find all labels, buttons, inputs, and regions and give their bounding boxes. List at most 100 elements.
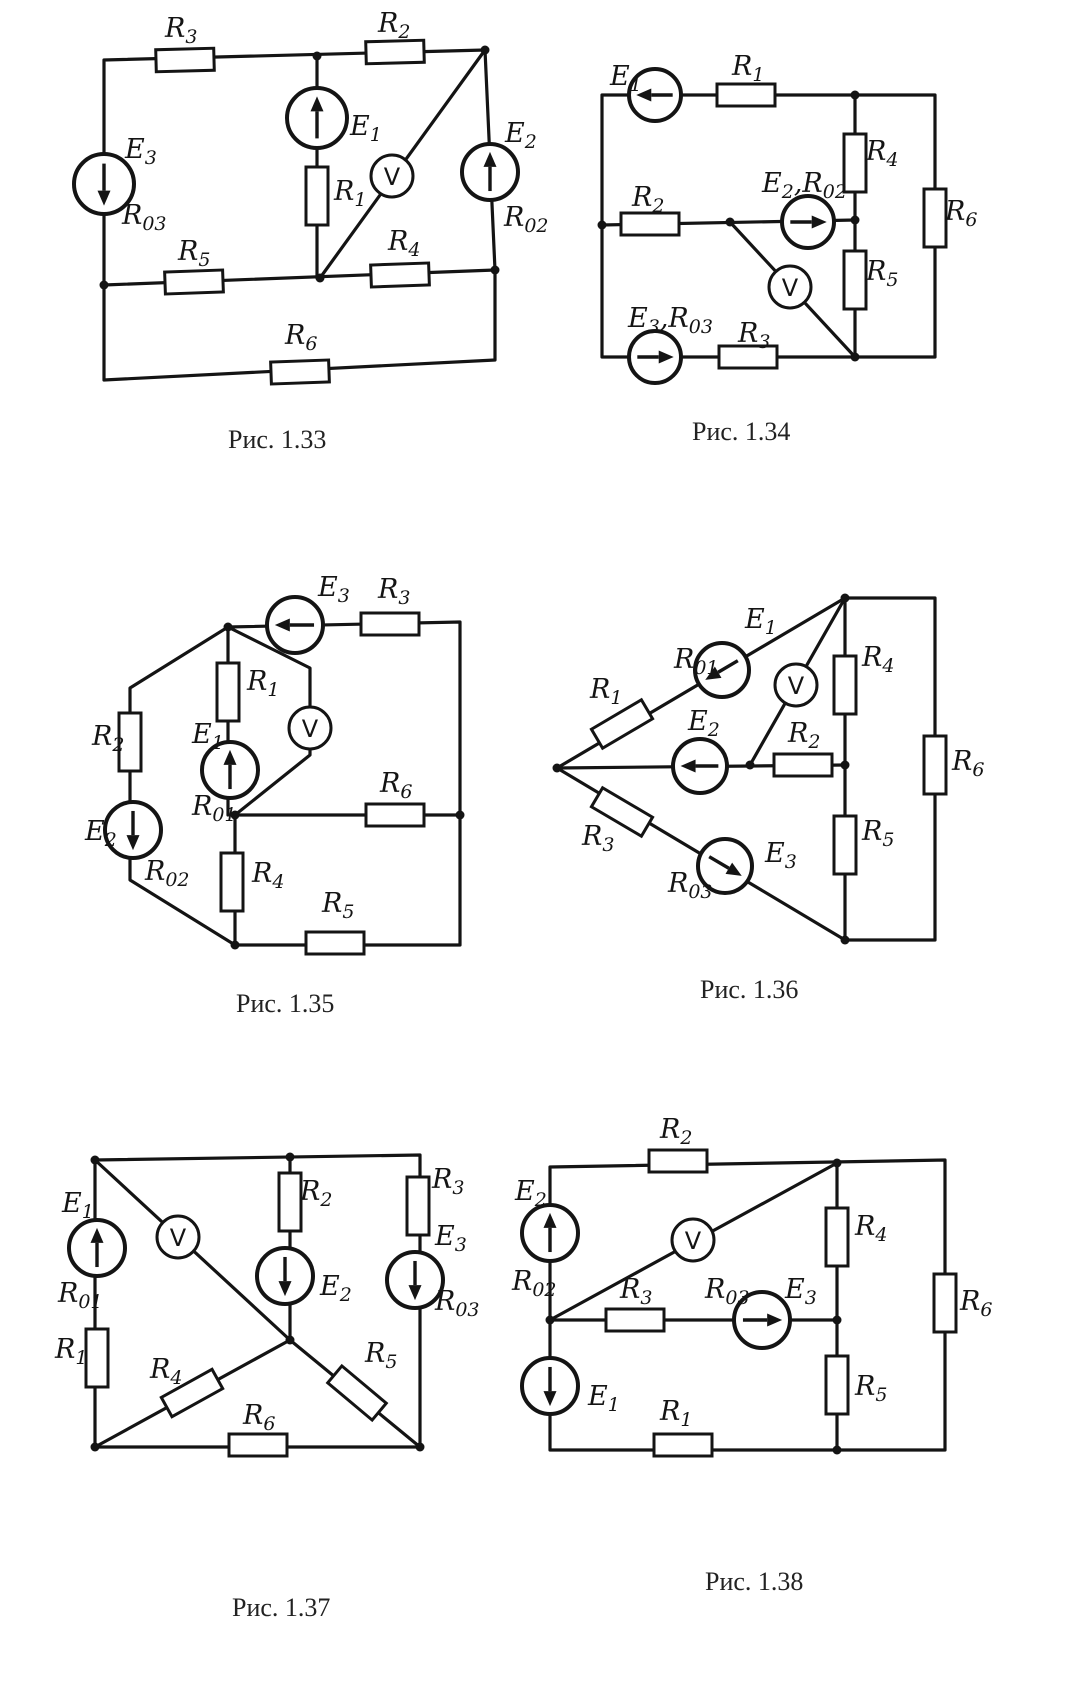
label-subscript: 2: [679, 1127, 692, 1149]
label-symbol: R: [164, 13, 185, 44]
label-symbol: R: [589, 674, 610, 705]
resistor-r3: [405, 1175, 431, 1237]
junction-node: [832, 1445, 842, 1455]
label-symbol: R: [865, 136, 886, 167]
label-r5: R5: [854, 1371, 887, 1406]
resistor-r3: [359, 611, 421, 637]
resistor-r1: [715, 82, 777, 108]
label-symbol: E: [191, 719, 212, 750]
resistor-r2: [772, 752, 834, 778]
label-r3: R3: [737, 318, 770, 353]
label-e2: E2: [514, 1176, 547, 1211]
label-r4: R4: [149, 1354, 182, 1389]
label-subscript: 4: [874, 1224, 887, 1246]
arrow-shaft: [717, 659, 739, 674]
label-symbol: R: [959, 1286, 980, 1317]
label-e3: E3: [434, 1221, 467, 1256]
label-symbol: E: [687, 706, 708, 737]
label-r5: R5: [364, 1338, 397, 1373]
label-subscript: 1: [370, 124, 382, 146]
emf-source-e3: [265, 595, 325, 655]
label-symbol: E: [124, 134, 145, 165]
resistor-r4: [842, 132, 868, 194]
label-subscript: 02: [823, 181, 847, 203]
label-e2: E2: [319, 1271, 352, 1306]
resistor-r6: [269, 358, 331, 386]
label-r1: R1: [54, 1334, 87, 1369]
label-r3: R3: [377, 574, 410, 609]
resistor-r1: [304, 165, 330, 227]
resistor-r2: [117, 711, 143, 773]
label-symbol: R: [91, 721, 112, 752]
label-symbol: E: [84, 816, 105, 847]
junction-node: [725, 217, 735, 227]
label-symbol: R: [581, 821, 602, 852]
resistor-r2: [619, 211, 681, 237]
label-e2: E2: [687, 706, 720, 741]
voltmeter: V: [767, 264, 813, 310]
junction-node: [99, 280, 109, 290]
label-subscript: 02: [165, 869, 189, 891]
label-r3: R3: [581, 821, 614, 856]
label-subscript: 03: [689, 316, 713, 338]
label-symbol: R: [854, 1211, 875, 1242]
arrow-head-icon: [278, 1281, 292, 1297]
label-symbol: R: [379, 768, 400, 799]
label-subscript: 2: [707, 719, 720, 741]
label-subscript: 4: [407, 239, 420, 261]
arrow-head-icon: [483, 151, 497, 167]
label-subscript: 01: [694, 657, 718, 679]
label-r3: R3: [619, 1274, 652, 1309]
label-subscript: 01: [212, 804, 236, 826]
label-subscript: 4: [881, 655, 894, 677]
label-e1: E1: [609, 61, 642, 96]
label-symbol: R: [299, 1176, 320, 1207]
emf-source-e1: [693, 641, 751, 699]
label-symbol: R: [854, 1371, 875, 1402]
label-subscript: 5: [385, 1351, 397, 1373]
resistor-r2: [647, 1148, 709, 1174]
label-symbol: R: [321, 888, 342, 919]
label-symbol: E: [319, 1271, 340, 1302]
junction-node: [90, 1155, 100, 1165]
voltmeter-circle: [767, 264, 813, 310]
resistor-r1: [652, 1432, 714, 1458]
voltmeter-symbol: V: [782, 274, 799, 302]
label-symbol: R: [619, 1274, 640, 1305]
label-symbol: R: [861, 816, 882, 847]
resistor-r5: [832, 814, 858, 876]
label-subscript: 4: [271, 871, 284, 893]
label-subscript: 1: [608, 1394, 620, 1416]
label-subscript: 6: [972, 759, 984, 781]
arrow-head-icon: [543, 1212, 557, 1228]
emf-source-e3: [72, 152, 136, 216]
label-subscript: 3: [758, 331, 770, 353]
label-subscript: 1: [212, 732, 224, 754]
figure-caption: Рис. 1.36: [700, 975, 798, 1004]
label-subscript: 6: [305, 333, 317, 355]
label-subscript: 3: [455, 1234, 467, 1256]
label-subscript: 5: [342, 901, 354, 923]
label-subscript: 6: [965, 209, 977, 231]
label-symbol: E: [784, 1274, 805, 1305]
arrow-head-icon: [543, 1391, 557, 1407]
resistor-r5: [325, 1363, 389, 1423]
label-symbol: R: [434, 1286, 455, 1317]
arrow-head-icon: [90, 1227, 104, 1243]
arrow-head-icon: [97, 190, 111, 206]
wire: [548, 1158, 947, 1452]
label-r1: R1: [659, 1396, 692, 1431]
resistor-r3: [154, 46, 216, 74]
voltmeter: V: [155, 1214, 201, 1260]
resistor-r1: [215, 661, 241, 723]
label-r4: R4: [251, 858, 284, 893]
label-r3: R3: [164, 13, 197, 48]
voltmeter: V: [773, 662, 819, 708]
label-subscript: 1: [82, 1201, 94, 1223]
emf-source-e1: [285, 86, 349, 150]
label-r6: R6: [944, 196, 977, 231]
label-subscript: 03: [455, 1299, 479, 1321]
